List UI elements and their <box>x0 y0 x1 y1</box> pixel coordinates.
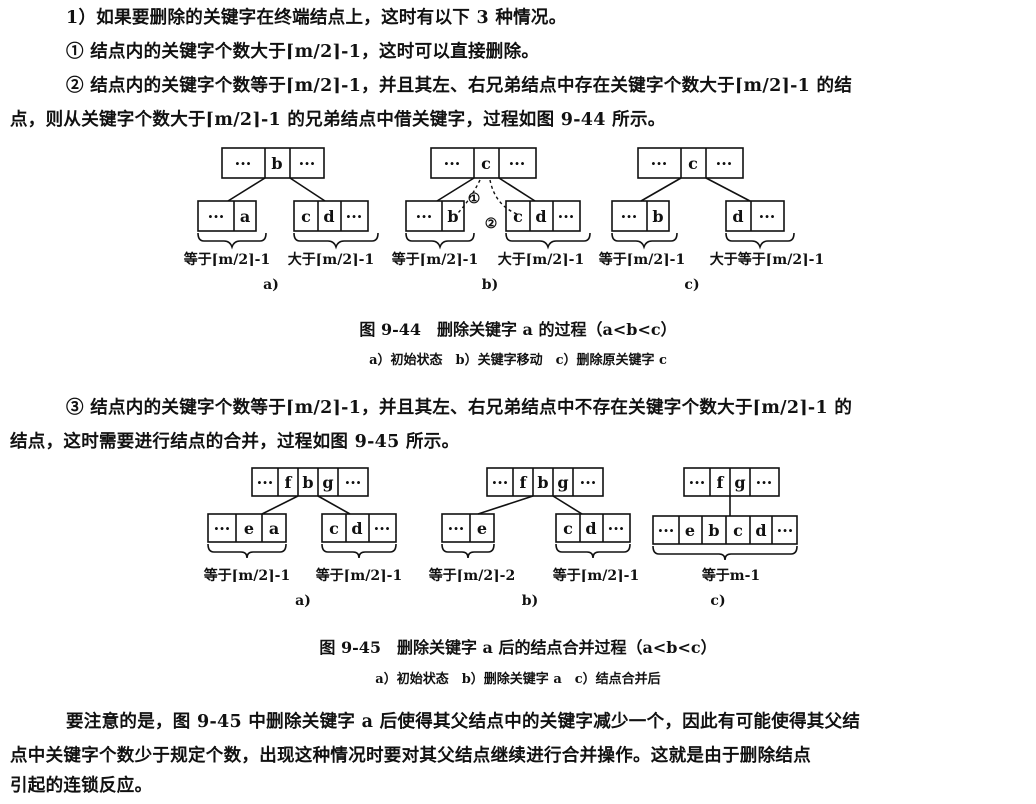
node-key: d <box>351 519 362 538</box>
count-label: 等于⌈m/2⌉-1 <box>184 251 270 268</box>
node-key: ··· <box>658 521 675 540</box>
node-key: ··· <box>759 207 776 226</box>
node-key: c <box>329 519 339 538</box>
subfigure-tag: b) <box>482 277 498 293</box>
count-label: 等于⌈m/2⌉-1 <box>599 251 685 268</box>
node-key: ··· <box>448 519 465 538</box>
figure-9-44: ··· b ··· ··· a c d ··· ··· c ··· ··· b … <box>184 147 824 293</box>
figure-9-45: ··· f b g ··· ··· e a c d ··· ··· f b g … <box>204 467 798 609</box>
node-key: ··· <box>509 154 526 173</box>
count-label: 大于⌈m/2⌉-1 <box>288 251 374 268</box>
node-key: ··· <box>416 207 433 226</box>
node-key: d <box>585 519 596 538</box>
subfigure-tag: c) <box>710 593 725 609</box>
count-label: 等于⌈m/2⌉-1 <box>553 567 639 584</box>
count-label: 等于⌈m/2⌉-1 <box>204 567 290 584</box>
subfigure-tag: a) <box>263 277 279 293</box>
node-key: ··· <box>214 519 231 538</box>
count-label: 等于m-1 <box>702 567 760 584</box>
node-key: ··· <box>345 473 362 492</box>
node-key: e <box>685 521 695 540</box>
node-key: ··· <box>444 154 461 173</box>
paragraph-note-line-2: 点中关键字个数少于规定个数，出现这种情况时要对其父结点继续进行合并操作。这就是由… <box>10 746 811 766</box>
node-key: ··· <box>777 521 794 540</box>
node-key: b <box>652 207 663 226</box>
figure-9-45-caption: 图 9-45 删除关键字 a 后的结点合并过程（a<b<c） <box>319 638 717 657</box>
node-key: e <box>244 519 254 538</box>
node-key: d <box>755 521 766 540</box>
node-key: c <box>301 207 311 226</box>
node-key: ··· <box>756 473 773 492</box>
node-key: c <box>481 154 491 173</box>
paragraph-note-line-3: 引起的连锁反应。 <box>10 776 153 796</box>
subfigure-tag: a) <box>295 593 311 609</box>
node-key: c <box>563 519 573 538</box>
node-key: f <box>285 473 293 492</box>
paragraph-case-3-line-2: 结点，这时需要进行结点的合并，过程如图 9-45 所示。 <box>10 432 460 452</box>
node-key: g <box>557 473 568 492</box>
figure-9-44-caption: 图 9-44 删除关键字 a 的过程（a<b<c） <box>359 320 677 339</box>
node-key: ··· <box>235 154 252 173</box>
node-key: b <box>271 154 282 173</box>
node-key: d <box>323 207 334 226</box>
node-key: ··· <box>621 207 638 226</box>
node-key: b <box>537 473 548 492</box>
count-label: 等于⌈m/2⌉-2 <box>429 567 515 584</box>
node-key: ··· <box>716 154 733 173</box>
node-key: e <box>477 519 487 538</box>
node-key: c <box>513 207 523 226</box>
paragraph-case-2-line-1: ② 结点内的关键字个数等于⌈m/2⌉-1，并且其左、右兄弟结点中存在关键字个数大… <box>66 76 853 96</box>
node-key: f <box>717 473 725 492</box>
node-key: f <box>520 473 528 492</box>
count-label: 大于⌈m/2⌉-1 <box>498 251 584 268</box>
node-key: ··· <box>651 154 668 173</box>
node-key: a <box>269 519 279 538</box>
node-key: b <box>302 473 313 492</box>
paragraph-note-line-1: 要注意的是，图 9-45 中删除关键字 a 后使得其父结点中的关键字减少一个，因… <box>66 712 861 732</box>
node-key: ··· <box>346 207 363 226</box>
node-key: d <box>535 207 546 226</box>
figure-9-44-subcaption: a）初始状态 b）关键字移动 c）删除原关键字 c <box>369 353 667 368</box>
node-key: ··· <box>299 154 316 173</box>
paragraph-intro: 1）如果要删除的关键字在终端结点上，这时有以下 3 种情况。 <box>66 8 567 28</box>
node-key: ··· <box>689 473 706 492</box>
node-key: ··· <box>558 207 575 226</box>
step-marker-1: ① <box>468 191 481 207</box>
node-key: g <box>322 473 333 492</box>
node-key: ··· <box>374 519 391 538</box>
step-marker-2: ② <box>485 216 498 232</box>
node-key: b <box>447 207 458 226</box>
node-key: g <box>734 473 745 492</box>
figure-9-45-subcaption: a）初始状态 b）删除关键字 a c）结点合并后 <box>375 672 661 687</box>
node-key: ··· <box>492 473 509 492</box>
node-key: c <box>688 154 698 173</box>
node-key: ··· <box>257 473 274 492</box>
node-key: b <box>708 521 719 540</box>
node-key: ··· <box>580 473 597 492</box>
node-key: ··· <box>608 519 625 538</box>
subfigure-tag: c) <box>684 277 699 293</box>
count-label: 大于等于⌈m/2⌉-1 <box>710 251 824 268</box>
paragraph-case-2-line-2: 点，则从关键字个数大于⌈m/2⌉-1 的兄弟结点中借关键字，过程如图 9-44 … <box>10 110 666 130</box>
count-label: 等于⌈m/2⌉-1 <box>316 567 402 584</box>
paragraph-case-1: ① 结点内的关键字个数大于⌈m/2⌉-1，这时可以直接删除。 <box>66 42 540 62</box>
node-key: ··· <box>208 207 225 226</box>
node-key: d <box>732 207 743 226</box>
node-key: c <box>733 521 743 540</box>
paragraph-case-3-line-1: ③ 结点内的关键字个数等于⌈m/2⌉-1，并且其左、右兄弟结点中不存在关键字个数… <box>66 398 853 418</box>
node-key: a <box>240 207 250 226</box>
subfigure-tag: b) <box>522 593 538 609</box>
count-label: 等于⌈m/2⌉-1 <box>392 251 478 268</box>
